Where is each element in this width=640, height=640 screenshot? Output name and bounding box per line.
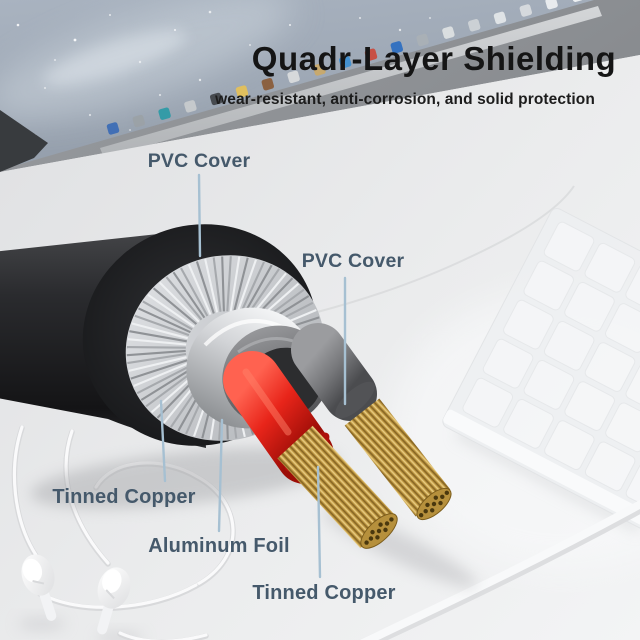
label-pvc-cover-outer: PVC Cover [147, 150, 251, 172]
leader-aluminum-foil [217, 418, 224, 533]
dock-app-icon [132, 114, 146, 128]
leader-pvc-cover-outer [197, 173, 202, 258]
dock-app-icon [416, 33, 429, 47]
keyboard-key [462, 377, 514, 428]
audio-cable-cutaway [0, 224, 477, 588]
keyboard-key [564, 381, 615, 431]
dock-app-icon [158, 107, 171, 120]
keyboard-key [543, 320, 595, 371]
dock-app-icon [313, 63, 326, 76]
keyboard-key [543, 221, 595, 272]
leader-lines [159, 173, 347, 579]
dock-app-icon [519, 4, 533, 17]
keyboard-key [544, 420, 595, 470]
dock-app-icon [338, 55, 352, 69]
earbud-right [97, 567, 131, 635]
keyboard-key [584, 441, 636, 492]
keyboard-key [625, 462, 640, 513]
dock-app-icon [287, 70, 300, 84]
keyboard-key [564, 281, 615, 332]
copper-strands-gray [344, 398, 451, 517]
mac-dock [106, 0, 584, 135]
keyboard-key [482, 338, 534, 389]
dock-app-icon [106, 122, 120, 135]
dock-app-icon [545, 0, 558, 10]
dock-app-icon [364, 48, 378, 61]
headline: Quadr-Layer Shielding [251, 40, 617, 77]
keyboard-key [523, 260, 574, 311]
keyboard-key [503, 299, 554, 350]
keyboard-key [605, 402, 640, 453]
red-strand-tip [360, 513, 398, 549]
earbud-left [21, 554, 57, 621]
keyboard-key [625, 264, 640, 314]
red-wire-highlight [242, 368, 292, 436]
keyboard-key [584, 242, 636, 293]
keyboard-key [523, 360, 575, 410]
dock-app-icon [209, 92, 223, 106]
gray-wire-end [335, 381, 375, 419]
label-pvc-cover-inner: PVC Cover [301, 250, 405, 272]
keyboard-key [605, 303, 640, 353]
dock-app-icon [235, 85, 249, 98]
dock-app-icon [493, 11, 507, 25]
dock-app-icon [467, 19, 481, 32]
keyboard-key [503, 399, 554, 449]
copper-strands-red [277, 425, 396, 549]
leader-tinned-copper-braid [159, 399, 167, 483]
dock-app-icon [261, 77, 275, 91]
dock-app-icon [442, 26, 455, 39]
mac-display-wallpaper [0, 0, 594, 170]
label-aluminum-foil: Aluminum Foil [148, 535, 290, 557]
dock-app-icon [390, 41, 404, 54]
subheadline: wear-resistant, anti-corrosion, and soli… [215, 91, 595, 108]
gray-strand-tip [416, 487, 452, 521]
white-cable [359, 499, 640, 640]
display-corner-shadow [0, 110, 48, 172]
leader-tinned-copper-strands [316, 465, 322, 579]
keyboard-key [584, 342, 636, 392]
dock-shelf [100, 6, 602, 158]
label-tinned-copper-strands: Tinned Copper [252, 582, 396, 604]
apple-keyboard [442, 207, 640, 566]
label-tinned-copper-braid: Tinned Copper [52, 486, 196, 508]
keyboard-key [625, 363, 640, 414]
dock-app-icon [184, 100, 197, 113]
